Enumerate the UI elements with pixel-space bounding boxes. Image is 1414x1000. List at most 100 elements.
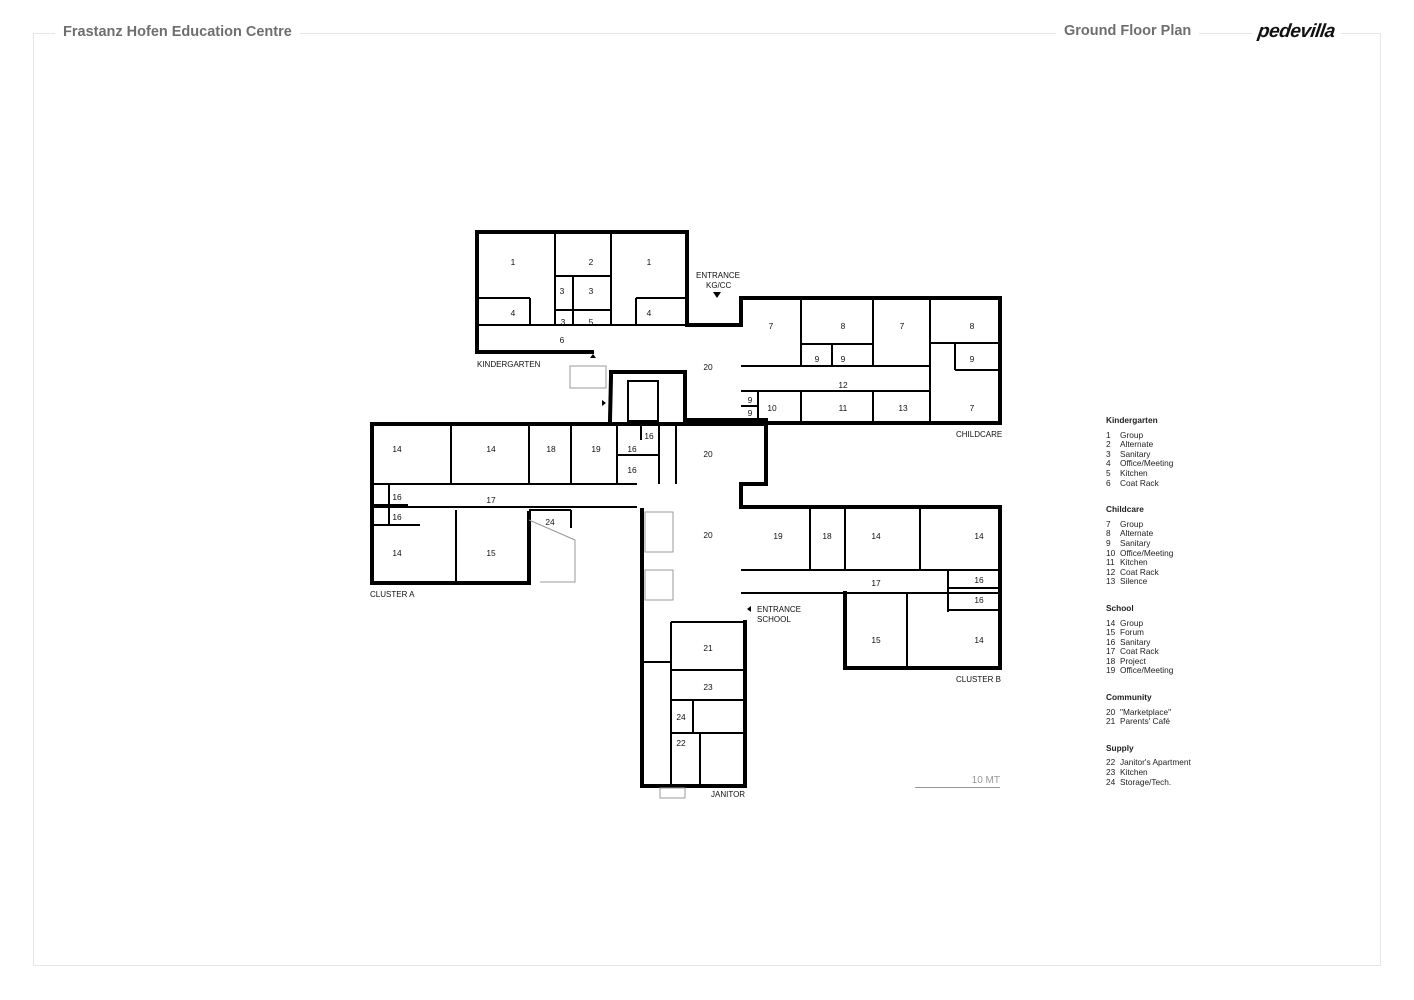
room-number-24: 24 — [676, 712, 686, 722]
legend-item: 15 Forum — [1106, 627, 1191, 638]
room-number-18: 18 — [546, 444, 556, 454]
room-number-13: 13 — [898, 403, 908, 413]
room-number-16: 16 — [627, 465, 637, 475]
exterior-walls — [370, 230, 1002, 788]
legend-item-number: 2 — [1106, 439, 1111, 450]
room-number-20: 20 — [703, 362, 713, 372]
room-number-6: 6 — [560, 335, 565, 345]
legend-item-number: 12 — [1106, 566, 1116, 577]
room-number-1: 1 — [511, 257, 516, 267]
interior-walls — [372, 232, 1000, 786]
room-number-20: 20 — [703, 449, 713, 459]
legend-item-number: 23 — [1106, 767, 1116, 778]
room-number-10: 10 — [767, 403, 777, 413]
room-number-1: 1 — [647, 257, 652, 267]
room-number-9: 9 — [970, 354, 975, 364]
legend-item-label: Coat Rack — [1120, 566, 1159, 577]
entrance-school-label-1: ENTRANCE — [757, 605, 801, 614]
legend-item-number: 4 — [1106, 458, 1111, 469]
room-number-3: 3 — [589, 286, 594, 296]
legend-item-number: 5 — [1106, 467, 1111, 478]
legend-item-number: 22 — [1106, 757, 1116, 768]
childcare-label: CHILDCARE — [956, 430, 1002, 439]
legend-section-title: Childcare — [1106, 504, 1144, 515]
room-number-3: 3 — [560, 286, 565, 296]
legend-item-number: 1 — [1106, 429, 1111, 440]
room-number-8: 8 — [970, 321, 975, 331]
legend-item-label: Office/Meeting — [1120, 458, 1174, 469]
room-number-16: 16 — [392, 512, 402, 522]
legend-item-number: 19 — [1106, 665, 1116, 676]
legend-item-label: Group — [1120, 518, 1144, 529]
entrance-school-label-2: SCHOOL — [757, 615, 791, 624]
room-number-9: 9 — [815, 354, 820, 364]
legend-item-label: Alternate — [1120, 528, 1154, 539]
room-number-9: 9 — [748, 395, 753, 405]
legend-item-number: 11 — [1106, 557, 1115, 568]
legend-item-label: Alternate — [1120, 439, 1154, 450]
legend-item-label: Kitchen — [1120, 557, 1148, 568]
room-number-20: 20 — [703, 530, 713, 540]
legend-item-label: Coat Rack — [1120, 477, 1159, 488]
kindergarten-label: KINDERGARTEN — [477, 360, 541, 369]
legend-item-number: 10 — [1106, 547, 1116, 558]
entrance-kgcc-label-2: KG/CC — [706, 281, 732, 290]
room-number-9: 9 — [841, 354, 846, 364]
entrance-kgcc-label-1: ENTRANCE — [696, 271, 740, 280]
legend-item-label: Silence — [1120, 576, 1148, 587]
room-number-14: 14 — [486, 444, 496, 454]
legend-section-title: Supply — [1106, 742, 1134, 753]
legend-item: 2 Alternate — [1106, 440, 1191, 450]
room-number-7: 7 — [900, 321, 905, 331]
legend-item-label: Coat Rack — [1120, 646, 1159, 657]
room-number-4: 4 — [511, 308, 516, 318]
legend-item-label: Parents' Café — [1120, 716, 1171, 727]
legend-section-title: Community — [1106, 692, 1152, 703]
legend-item-number: 15 — [1106, 627, 1116, 638]
legend-item-label: Project — [1120, 655, 1146, 666]
zone-labels: KINDERGARTEN CHILDCARE CLUSTER A CLUSTER… — [370, 271, 1002, 799]
room-number-14: 14 — [871, 531, 881, 541]
legend-item-label: Janitor's Apartment — [1120, 757, 1191, 768]
room-number-16: 16 — [627, 444, 637, 454]
legend-item-label: Group — [1120, 617, 1144, 628]
legend-item-label: Office/Meeting — [1120, 547, 1174, 558]
legend-item-number: 20 — [1106, 706, 1116, 717]
legend-item: 17 Coat Rack — [1106, 647, 1191, 657]
legend-item-number: 3 — [1106, 448, 1111, 459]
room-number-7: 7 — [769, 321, 774, 331]
room-number-5: 5 — [589, 317, 594, 327]
legend-item: 12 Coat Rack — [1106, 566, 1191, 578]
legend-section-title: Kindergarten — [1106, 415, 1158, 425]
legend-item-label: "Marketplace" — [1120, 706, 1172, 717]
legend-item: 10 Office/Meeting — [1106, 547, 1191, 559]
room-number-16: 16 — [974, 575, 984, 585]
scale-bar: 10 MT — [915, 775, 1000, 788]
legend-item-label: Group — [1120, 429, 1144, 440]
room-number-2: 2 — [589, 257, 594, 267]
legend-item: 11 Kitchen — [1106, 558, 1191, 568]
legend-item-label: Storage/Tech. — [1120, 776, 1172, 787]
cluster-b-label: CLUSTER B — [956, 675, 1001, 684]
janitor-label: JANITOR — [711, 790, 745, 799]
legend-item-label: Forum — [1120, 627, 1144, 638]
room-number-4: 4 — [647, 308, 652, 318]
legend-item-number: 7 — [1106, 518, 1111, 529]
legend-item: 20 "Marketplace" — [1106, 706, 1191, 718]
room-number-17: 17 — [486, 495, 496, 505]
legend-item-number: 17 — [1106, 646, 1116, 657]
legend-item: 7 Group — [1106, 518, 1191, 530]
legend-item: 1 Group — [1106, 429, 1191, 441]
cluster-a-label: CLUSTER A — [370, 590, 415, 599]
